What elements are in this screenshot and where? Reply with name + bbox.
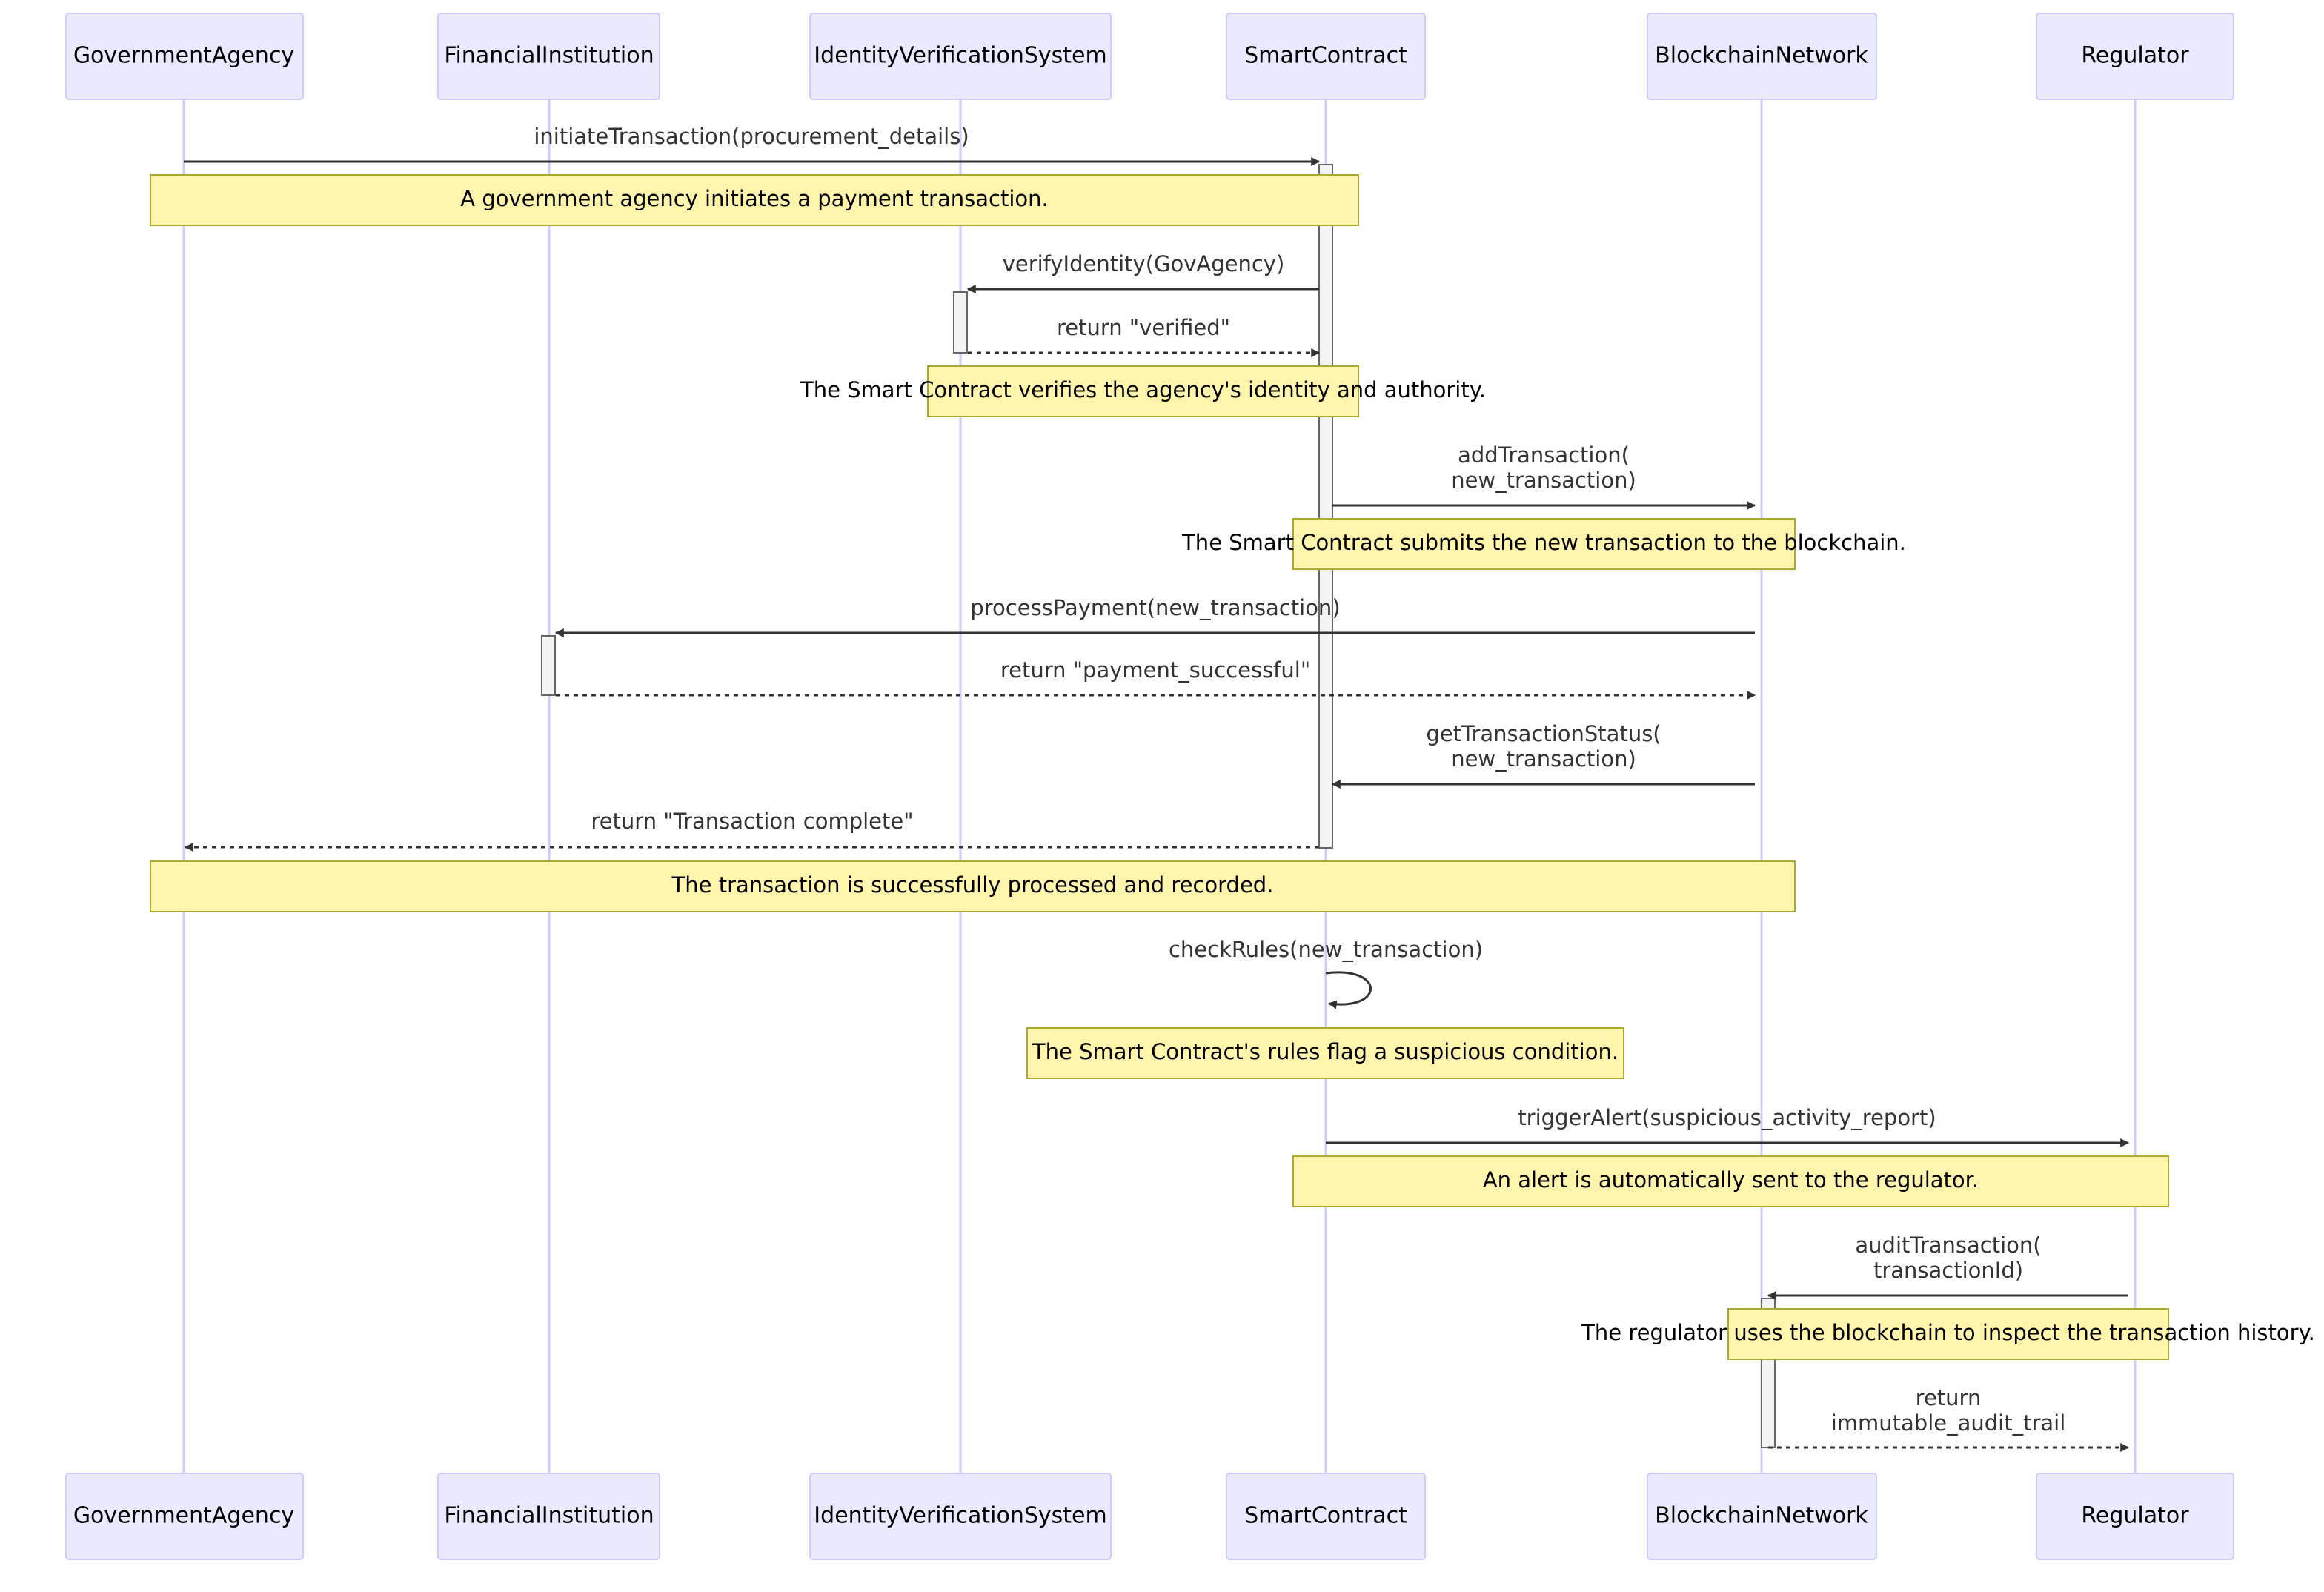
note-box bbox=[1727, 1308, 2169, 1360]
actor-label: Regulator bbox=[2081, 1503, 2189, 1529]
actor-label: SmartContract bbox=[1244, 43, 1407, 69]
note-n7: The regulator uses the blockchain to ins… bbox=[1581, 1308, 2315, 1360]
note-n1: A government agency initiates a payment … bbox=[150, 174, 1359, 226]
actor-box bbox=[1226, 1473, 1426, 1560]
messages: initiateTransaction(procurement_details)… bbox=[184, 124, 2130, 1452]
message-m8: return "Transaction complete" bbox=[184, 809, 1319, 852]
actor-ivs-top: IdentityVerificationSystem bbox=[809, 13, 1112, 100]
note-box bbox=[150, 174, 1359, 226]
actor-box bbox=[65, 1473, 304, 1560]
message-m3: return "verified" bbox=[968, 315, 1321, 357]
message-label: auditTransaction( bbox=[1855, 1233, 2041, 1258]
message-m9: checkRules(new_transaction) bbox=[1169, 937, 1483, 1009]
actor-reg-bottom: Regulator bbox=[2036, 1473, 2234, 1560]
message-label: processPayment(new_transaction) bbox=[970, 595, 1340, 620]
note-n3: The Smart Contract submits the new trans… bbox=[1181, 518, 1906, 570]
message-m1: initiateTransaction(procurement_details) bbox=[184, 124, 1321, 166]
message-label: return "verified" bbox=[1057, 315, 1230, 340]
message-m10: triggerAlert(suspicious_activity_report) bbox=[1326, 1105, 2130, 1147]
message-m4: addTransaction(new_transaction) bbox=[1332, 442, 1756, 510]
note-box bbox=[1292, 518, 1796, 570]
actor-label: IdentityVerificationSystem bbox=[814, 43, 1106, 69]
note-text: The transaction is successfully processe… bbox=[671, 872, 1274, 898]
message-label: initiateTransaction(procurement_details) bbox=[534, 124, 969, 149]
actor-ga-top: GovernmentAgency bbox=[65, 13, 304, 100]
note-box bbox=[150, 860, 1796, 912]
note-text: The Smart Contract submits the new trans… bbox=[1181, 530, 1906, 555]
actor-bn-bottom: BlockchainNetwork bbox=[1647, 1473, 1877, 1560]
actor-ivs-bottom: IdentityVerificationSystem bbox=[809, 1473, 1112, 1560]
message-label: triggerAlert(suspicious_activity_report) bbox=[1518, 1105, 1936, 1130]
message-label: transactionId) bbox=[1873, 1258, 2023, 1283]
note-text: The regulator uses the blockchain to ins… bbox=[1581, 1320, 2315, 1345]
note-box bbox=[927, 365, 1359, 417]
message-label: checkRules(new_transaction) bbox=[1169, 937, 1483, 962]
actor-box bbox=[2036, 1473, 2234, 1560]
note-n4: The transaction is successfully processe… bbox=[150, 860, 1796, 912]
actor-ga-bottom: GovernmentAgency bbox=[65, 1473, 304, 1560]
message-label: addTransaction( bbox=[1458, 442, 1630, 468]
note-text: A government agency initiates a payment … bbox=[460, 186, 1048, 211]
message-label: getTransactionStatus( bbox=[1426, 721, 1661, 746]
activation-bars bbox=[541, 164, 1776, 1448]
message-label: return "Transaction complete" bbox=[591, 809, 913, 834]
message-label: new_transaction) bbox=[1451, 746, 1636, 772]
actor-label: GovernmentAgency bbox=[73, 1503, 294, 1529]
actor-label: SmartContract bbox=[1244, 1503, 1407, 1529]
actor-box bbox=[65, 13, 304, 100]
notes: A government agency initiates a payment … bbox=[150, 174, 2315, 1360]
lifelines bbox=[182, 99, 2137, 1473]
actor-box bbox=[809, 1473, 1112, 1560]
actor-box bbox=[1226, 13, 1426, 100]
actor-box bbox=[1647, 13, 1877, 100]
actor-reg-top: Regulator bbox=[2036, 13, 2234, 100]
actor-label: FinancialInstitution bbox=[444, 43, 654, 69]
message-m2: verifyIdentity(GovAgency) bbox=[966, 251, 1319, 293]
act-identity bbox=[953, 291, 968, 354]
note-text: The Smart Contract verifies the agency's… bbox=[800, 377, 1486, 402]
actor-label: Regulator bbox=[2081, 43, 2189, 69]
note-text: An alert is automatically sent to the re… bbox=[1483, 1167, 1979, 1193]
message-label: return "payment_successful" bbox=[1000, 657, 1310, 683]
message-m7: getTransactionStatus(new_transaction) bbox=[1331, 721, 1755, 789]
note-n2: The Smart Contract verifies the agency's… bbox=[800, 365, 1486, 417]
actor-sc-bottom: SmartContract bbox=[1226, 1473, 1426, 1560]
message-arrow bbox=[1325, 971, 1372, 1009]
actor-box bbox=[2036, 13, 2234, 100]
note-box bbox=[1026, 1027, 1624, 1079]
actor-box bbox=[437, 1473, 660, 1560]
actor-fi-bottom: FinancialInstitution bbox=[437, 1473, 660, 1560]
actor-fi-top: FinancialInstitution bbox=[437, 13, 660, 100]
note-text: The Smart Contract's rules flag a suspic… bbox=[1032, 1039, 1618, 1064]
actor-label: BlockchainNetwork bbox=[1655, 1503, 1868, 1529]
note-n6: An alert is automatically sent to the re… bbox=[1292, 1155, 2169, 1207]
actor-box bbox=[437, 13, 660, 100]
act-smartcontract bbox=[1318, 164, 1333, 849]
message-label: new_transaction) bbox=[1451, 468, 1636, 493]
actor-box bbox=[1647, 1473, 1877, 1560]
actor-label: FinancialInstitution bbox=[444, 1503, 654, 1529]
actor-box bbox=[809, 13, 1112, 100]
actors: GovernmentAgencyGovernmentAgencyFinancia… bbox=[65, 13, 2234, 1560]
act-financial bbox=[541, 635, 556, 696]
message-label: immutable_audit_trail bbox=[1831, 1410, 2066, 1436]
actor-bn-top: BlockchainNetwork bbox=[1647, 13, 1877, 100]
note-box bbox=[1292, 1155, 2169, 1207]
actor-label: BlockchainNetwork bbox=[1655, 43, 1868, 69]
message-m5: processPayment(new_transaction) bbox=[554, 595, 1755, 637]
message-label: verifyIdentity(GovAgency) bbox=[1003, 251, 1285, 276]
note-n5: The Smart Contract's rules flag a suspic… bbox=[1026, 1027, 1624, 1079]
actor-label: IdentityVerificationSystem bbox=[814, 1503, 1106, 1529]
actor-sc-top: SmartContract bbox=[1226, 13, 1426, 100]
message-m6: return "payment_successful" bbox=[556, 657, 1756, 700]
message-m11: auditTransaction(transactionId) bbox=[1767, 1233, 2128, 1300]
message-label: return bbox=[1916, 1385, 1982, 1410]
actor-label: GovernmentAgency bbox=[73, 43, 294, 69]
